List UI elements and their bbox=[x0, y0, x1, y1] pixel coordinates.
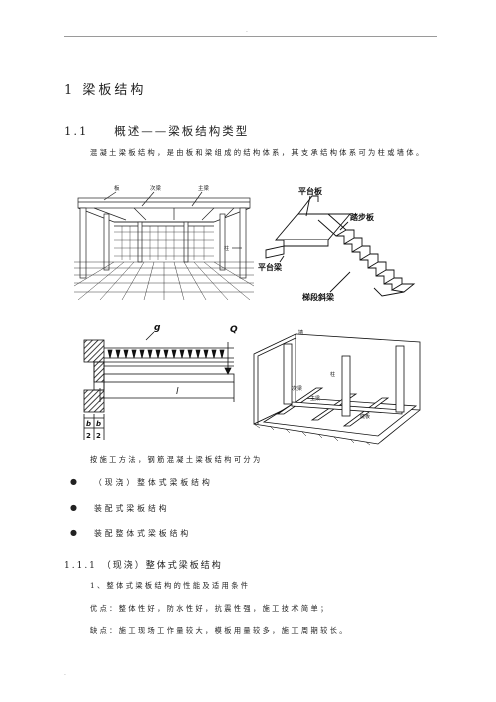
label-landing-beam: 平台梁 bbox=[258, 262, 283, 272]
section-number: 1.1 bbox=[64, 124, 89, 138]
intro-paragraph: 混凝土梁板结构，是由板和梁组成的结构体系，其支承结构体系可为柱或墙体。 bbox=[64, 146, 436, 160]
bullet-dot: ● bbox=[70, 477, 77, 486]
label-secondary-beam: 次梁 bbox=[150, 184, 162, 192]
label-column: 柱 bbox=[224, 245, 229, 252]
label-2-right: 2 bbox=[96, 432, 101, 440]
label-bottom-slab: 底板 bbox=[360, 413, 370, 420]
building-frame-figure: 板 次梁 主梁 柱 bbox=[74, 184, 254, 300]
label-secondary-3d: 次梁 bbox=[292, 385, 302, 392]
construction-item-prefabricated: 装配式梁板结构 bbox=[94, 504, 170, 513]
slab-beam-3d-figure: 墙 柱 次梁 主梁 底板 bbox=[253, 329, 421, 446]
construction-item-cast-in-place: （现浇）整体式梁板结构 bbox=[94, 478, 213, 487]
point-1-heading: 1、整体式梁板结构的性能及适用条件 bbox=[90, 581, 251, 590]
beam-support-figure: g Q l b b 2 2 bbox=[83, 323, 238, 440]
construction-lead: 按施工方法，钢筋混凝土梁板结构可分为 bbox=[90, 455, 263, 464]
header-rule bbox=[64, 36, 437, 37]
label-wall: 墙 bbox=[298, 329, 303, 336]
label-b-left: b bbox=[86, 420, 91, 428]
pros-line: 优点：整体性好，防水性好，抗震性强，施工技术简单； bbox=[90, 604, 330, 613]
section-heading: 1.1 概述——梁板结构类型 bbox=[64, 123, 249, 139]
construction-item-assembled-monolithic: 装配整体式梁板结构 bbox=[94, 529, 192, 538]
header-mark: . bbox=[246, 27, 248, 34]
bullet-dot: ● bbox=[70, 503, 77, 512]
label-2-left: 2 bbox=[86, 432, 91, 440]
label-b-right: b bbox=[96, 420, 101, 428]
chapter-heading: 1 梁板结构 bbox=[64, 83, 147, 98]
label-landing-slab: 平台板 bbox=[298, 186, 323, 196]
bullet-dot: ● bbox=[70, 528, 77, 537]
label-column-3d: 柱 bbox=[330, 371, 335, 378]
label-stringer: 梯段斜梁 bbox=[302, 292, 335, 302]
label-tread-slab: 踏步板 bbox=[350, 212, 375, 222]
stair-figure: 平台板 踏步板 平台梁 梯段斜梁 bbox=[258, 186, 416, 302]
cons-line: 缺点：施工现场工作量较大，模板用量较多，施工周期较长。 bbox=[90, 626, 349, 635]
label-g: g bbox=[154, 323, 161, 333]
footer-mark: . bbox=[64, 670, 66, 677]
label-main-beam: 主梁 bbox=[198, 184, 210, 192]
intro-text: 混凝土梁板结构，是由板和梁组成的结构体系，其支承结构体系可为柱或墙体。 bbox=[90, 148, 426, 157]
section-title: 概述——梁板结构类型 bbox=[114, 124, 250, 138]
subsection-heading: 1.1.1 （现浇）整体式梁板结构 bbox=[64, 561, 223, 571]
label-main-3d: 主梁 bbox=[310, 395, 320, 402]
label-l: l bbox=[176, 387, 179, 397]
label-q: Q bbox=[230, 325, 238, 335]
label-slab: 板 bbox=[114, 184, 120, 192]
